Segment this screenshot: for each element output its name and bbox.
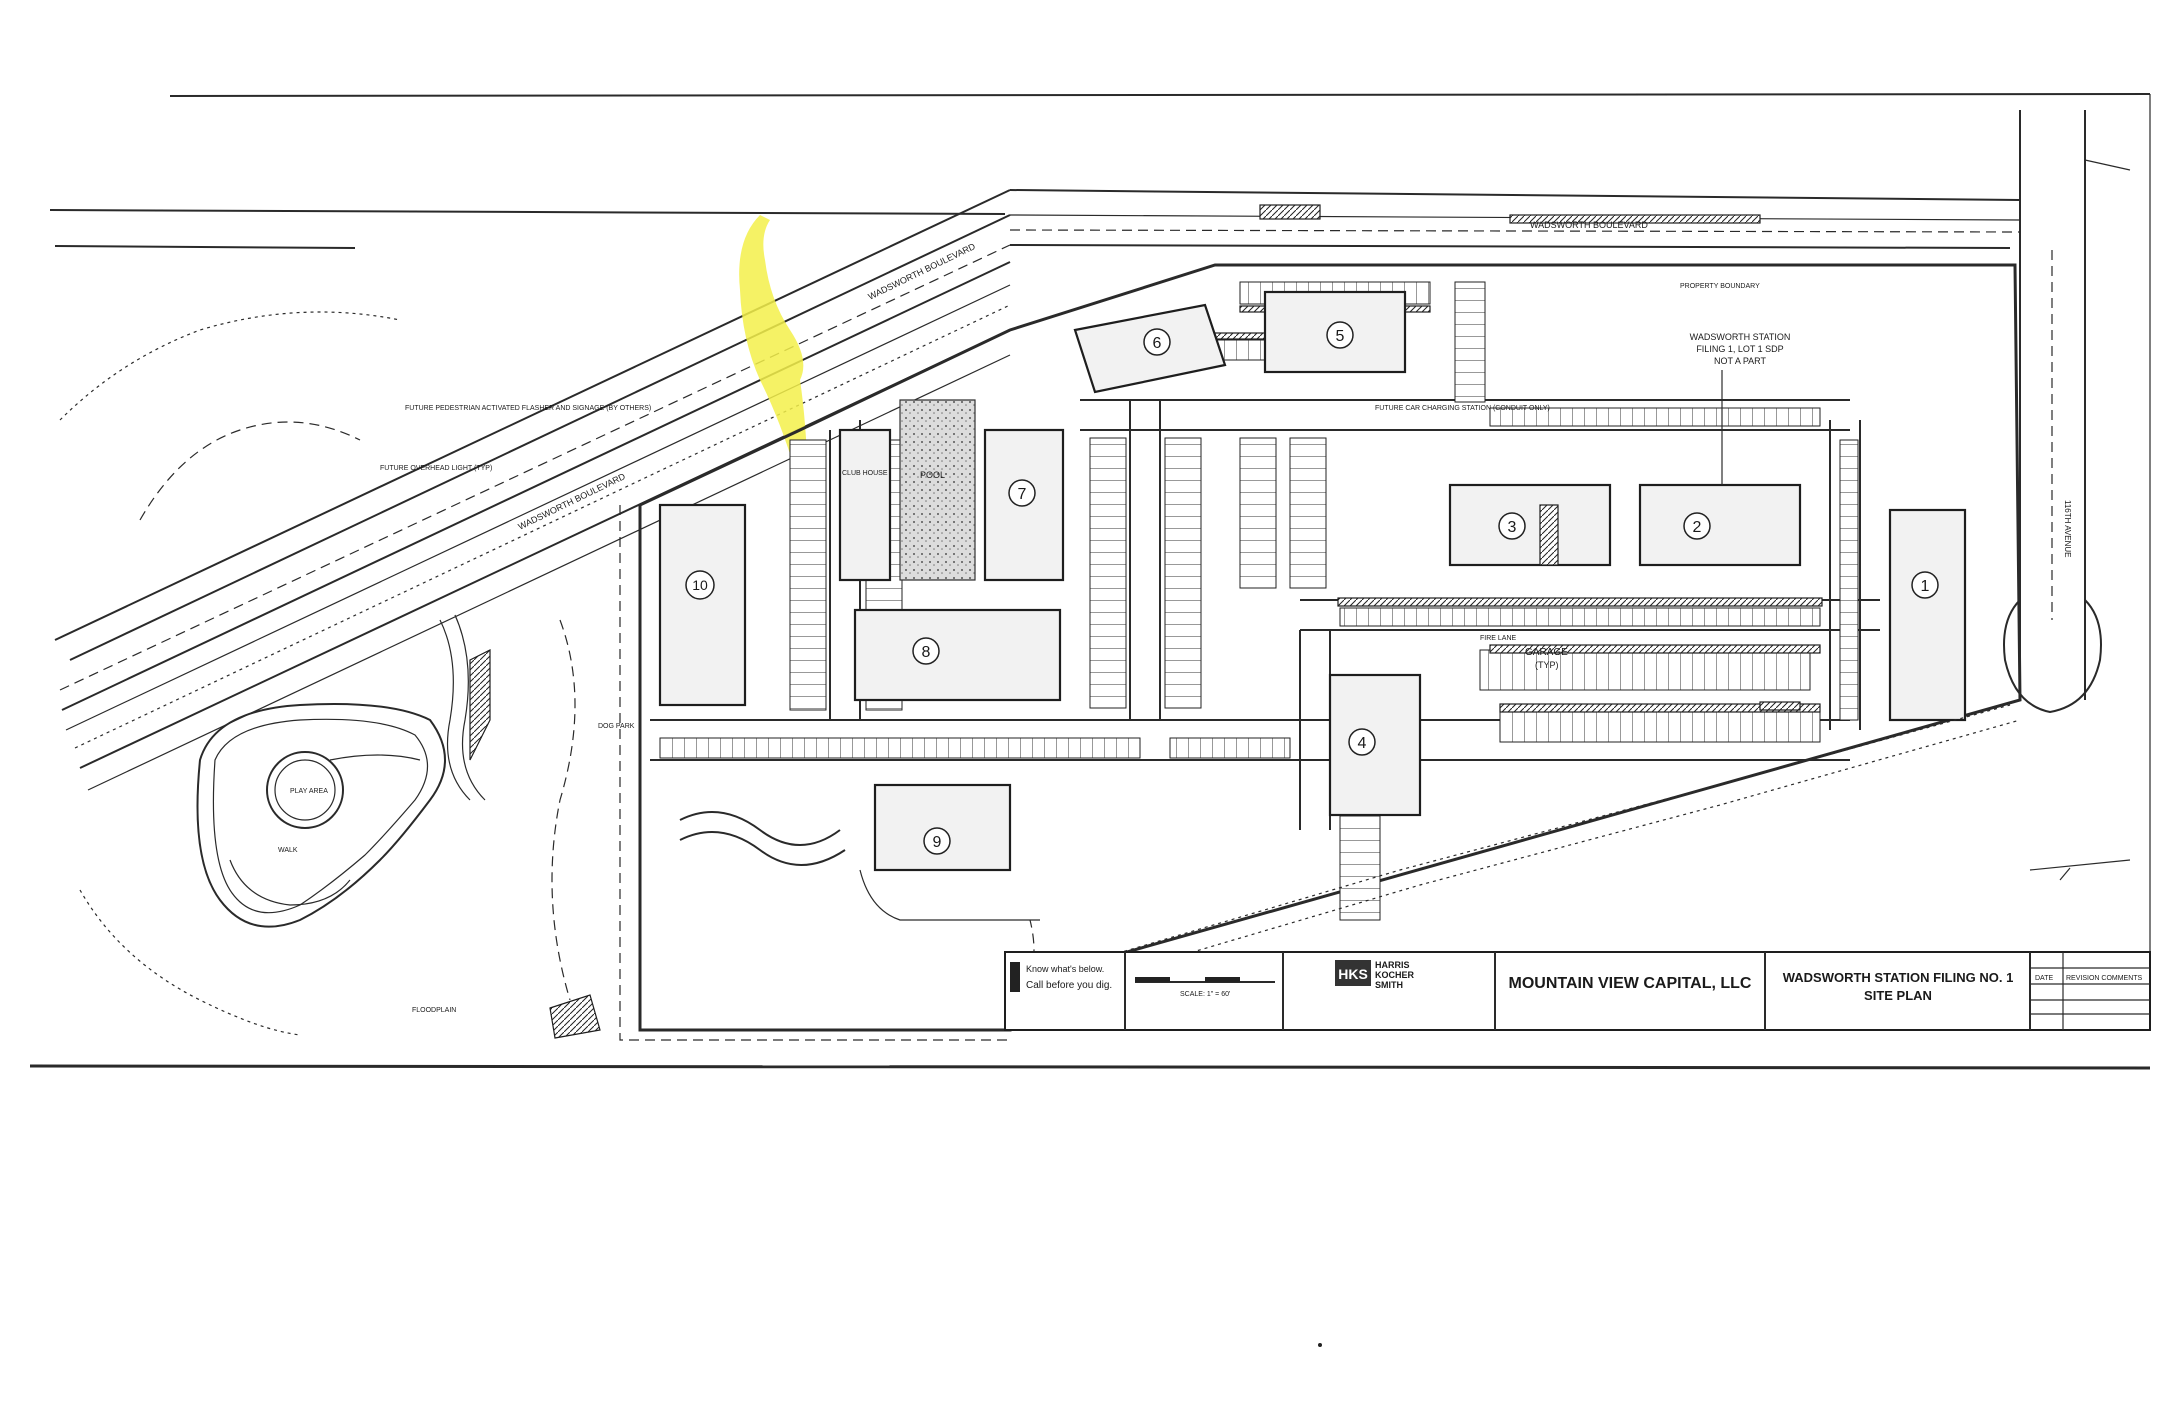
building-5: 5 xyxy=(1263,290,1407,374)
road-label-avenue: 116TH AVENUE xyxy=(2063,500,2072,558)
garage-typ-label: (TYP) xyxy=(1535,660,1559,670)
highlight-mark xyxy=(739,215,808,478)
building-6: 6 xyxy=(1073,303,1227,394)
sheet-title: SITE PLAN xyxy=(1864,988,1932,1003)
building-number: 9 xyxy=(933,834,942,851)
play-area: PLAY AREA xyxy=(196,703,446,928)
avenue-right-road xyxy=(2003,110,2131,714)
firm-name-2: KOCHER xyxy=(1375,970,1415,980)
floodplain-lines xyxy=(1009,704,2131,1001)
scale-label: SCALE: 1" = 60' xyxy=(1180,991,1230,998)
floodplain-label: FLOODPLAIN xyxy=(412,1007,456,1014)
project-name: WADSWORTH STATION FILING NO. 1 xyxy=(1783,970,2014,985)
building-number: 1 xyxy=(1921,578,1930,595)
building-2: 2 xyxy=(1638,483,1802,567)
wadsworth-boulevard-top xyxy=(1009,189,2021,249)
walks xyxy=(439,614,1040,921)
clubhouse-and-pool: CLUB HOUSE POOL xyxy=(838,399,976,582)
call-line-1: Know what's below. xyxy=(1026,964,1104,974)
building-number: 10 xyxy=(692,577,708,593)
building-3: 3 xyxy=(1448,483,1612,567)
road-label-wadsworth-diagonal-2: WADSWORTH BOULEVARD xyxy=(516,471,627,532)
future-car-charging-label: FUTURE CAR CHARGING STATION (CONDUIT ONL… xyxy=(1375,405,1550,412)
building-number: 2 xyxy=(1693,519,1702,536)
building-number: 5 xyxy=(1336,328,1345,345)
play-area-label: PLAY AREA xyxy=(290,788,328,795)
call-before-you-dig: Know what's below. Call before you dig. xyxy=(1010,962,1112,992)
building-number: 8 xyxy=(922,644,931,661)
building-1: 1 xyxy=(1888,508,1967,722)
building-number: 4 xyxy=(1358,735,1367,752)
revision-label: REVISION COMMENTS xyxy=(2066,975,2143,982)
building-7: 7 xyxy=(983,428,1065,582)
firm-name-3: SMITH xyxy=(1375,980,1403,990)
garage-label: GARAGE xyxy=(1525,647,1568,658)
club-house-label: CLUB HOUSE xyxy=(842,470,888,477)
building-number: 6 xyxy=(1153,335,1162,352)
future-pedestrian-label: FUTURE PEDESTRIAN ACTIVATED FLASHER AND … xyxy=(405,405,651,412)
client-name: MOUNTAIN VIEW CAPITAL, LLC xyxy=(1509,975,1752,992)
building-8: 8 xyxy=(853,608,1062,702)
svg-text:FILING 1, LOT 1 SDP: FILING 1, LOT 1 SDP xyxy=(1696,344,1783,354)
svg-text:NOT A PART: NOT A PART xyxy=(1714,356,1767,366)
future-overhead-light-label: FUTURE OVERHEAD LIGHT (TYP) xyxy=(380,465,492,472)
building-4: 4 xyxy=(1328,673,1422,817)
building-number: 7 xyxy=(1018,486,1027,503)
west-contours xyxy=(59,311,576,1036)
firm-name-1: HARRIS xyxy=(1375,960,1410,970)
dot-mark xyxy=(1318,1343,1322,1347)
building-10: 10 xyxy=(658,503,747,707)
pool-label: POOL xyxy=(920,470,945,480)
fire-lane-label: FIRE LANE xyxy=(1480,635,1517,642)
scale-bar: SCALE: 1" = 60' xyxy=(1135,977,1275,998)
walk-label: WALK xyxy=(278,847,298,854)
sheet-border xyxy=(29,93,2151,1070)
parking-stalls xyxy=(659,281,1859,921)
filing-note: WADSWORTH STATION FILING 1, LOT 1 SDP NO… xyxy=(1690,332,1791,485)
property-boundary-label: PROPERTY BOUNDARY xyxy=(1680,283,1760,290)
retaining-walls xyxy=(469,504,1801,1039)
date-label: DATE xyxy=(2035,975,2053,982)
call-line-2: Call before you dig. xyxy=(1026,980,1112,991)
firm-logo-text: HKS xyxy=(1338,966,1368,982)
building-number: 3 xyxy=(1508,519,1517,536)
firm-logo: HKS HARRIS KOCHER SMITH xyxy=(1335,960,1415,990)
road-label-wadsworth-top: WADSWORTH BOULEVARD xyxy=(1530,220,1648,230)
building-9: 9 xyxy=(873,783,1012,872)
dog-park-label: DOG PARK xyxy=(598,723,635,730)
svg-text:WADSWORTH STATION: WADSWORTH STATION xyxy=(1690,332,1791,342)
title-block xyxy=(1004,951,2151,1031)
